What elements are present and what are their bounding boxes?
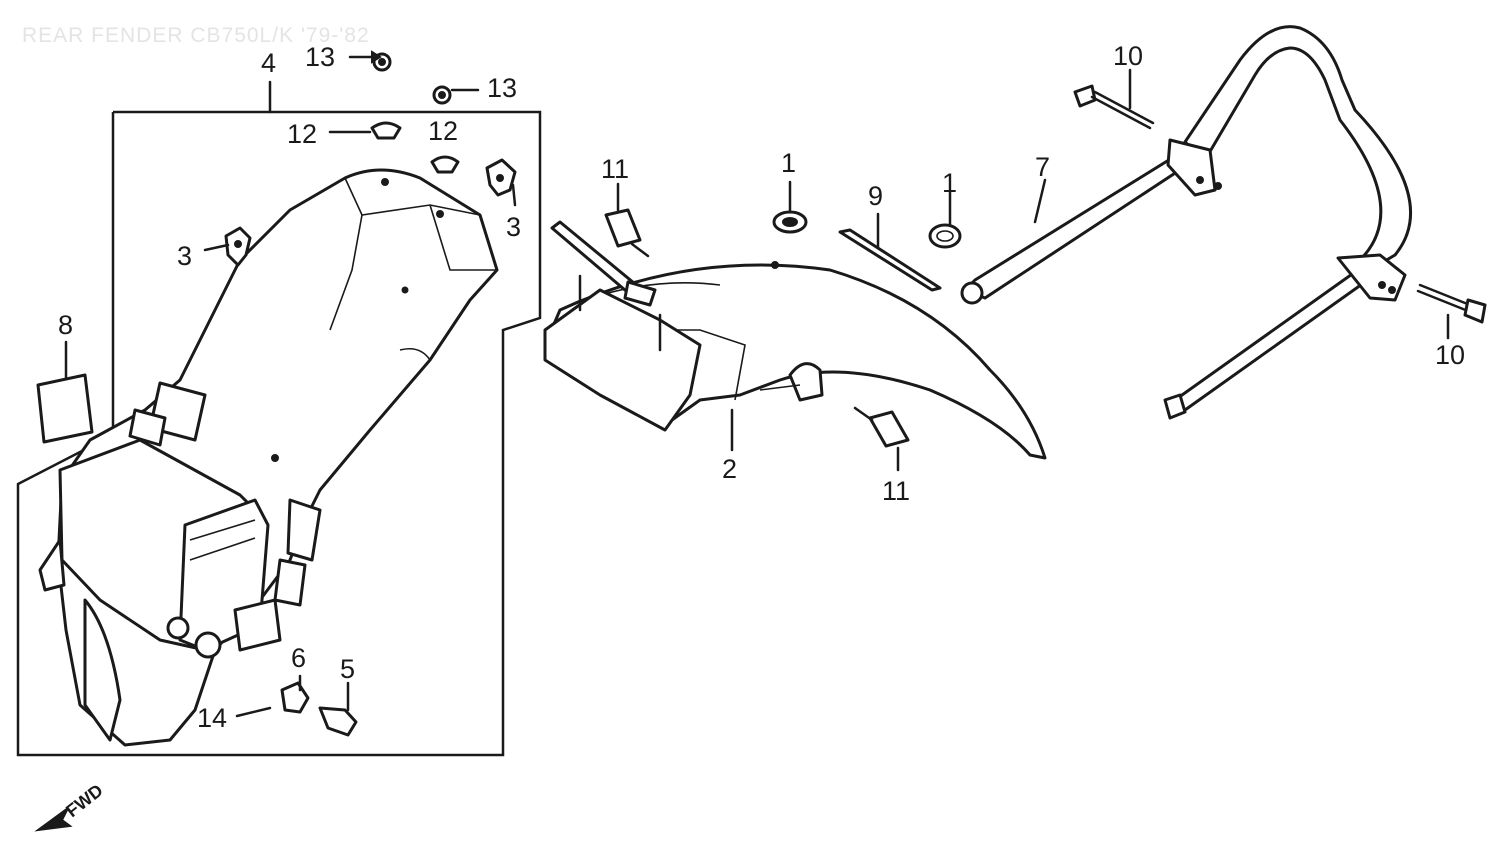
grab-rail <box>960 25 1413 420</box>
callout-2: 2 <box>722 454 737 484</box>
clip-part-3-right <box>485 158 517 207</box>
callout-12-lower: 12 <box>428 116 458 146</box>
callout-14: 14 <box>197 703 227 733</box>
callout-1-left: 1 <box>781 148 796 178</box>
callout-7: 7 <box>1035 152 1050 182</box>
fwd-direction-arrow: FWD <box>34 780 107 832</box>
callout-10-right: 10 <box>1435 340 1465 370</box>
bolt-part-6 <box>280 674 310 714</box>
decal-part-8 <box>36 373 94 444</box>
pin-part-14 <box>235 706 272 718</box>
callout-9: 9 <box>868 181 883 211</box>
callout-13-right: 13 <box>487 73 517 103</box>
nut-part-13-top <box>348 50 392 72</box>
diagram-title: REAR FENDER CB750L/K '79-'82 <box>22 24 370 47</box>
callout-3-left: 3 <box>177 241 192 271</box>
grommet-part-1-right <box>928 190 962 249</box>
callout-8: 8 <box>58 310 73 340</box>
callout-13-top: 13 <box>305 42 335 72</box>
screw-part-11-bottom <box>853 406 910 472</box>
callout-10-top: 10 <box>1113 41 1143 71</box>
callout-1-right: 1 <box>942 168 957 198</box>
inner-fender-lower-housing <box>38 381 322 742</box>
bolt-part-10-top <box>1073 68 1155 130</box>
screw-part-11-top <box>604 182 650 258</box>
callout-11-bottom: 11 <box>882 476 910 506</box>
callout-5: 5 <box>340 654 355 684</box>
callout-11-top: 11 <box>601 154 629 184</box>
grommet-part-12-top <box>328 121 402 140</box>
callout-6: 6 <box>291 643 306 673</box>
screw-part-5 <box>318 681 358 737</box>
fender-bracket <box>550 220 662 352</box>
fwd-label: FWD <box>62 780 107 821</box>
nut-part-13-right <box>432 85 480 105</box>
bolt-part-10-right <box>1416 283 1487 340</box>
callout-12-top: 12 <box>287 119 317 149</box>
strip-part-9 <box>838 212 942 292</box>
clip-part-3-left <box>203 226 252 267</box>
grommet-part-1-left <box>772 180 808 234</box>
callout-4: 4 <box>261 48 276 78</box>
grommet-part-12-lower <box>430 155 460 174</box>
callout-3-right: 3 <box>506 212 521 242</box>
